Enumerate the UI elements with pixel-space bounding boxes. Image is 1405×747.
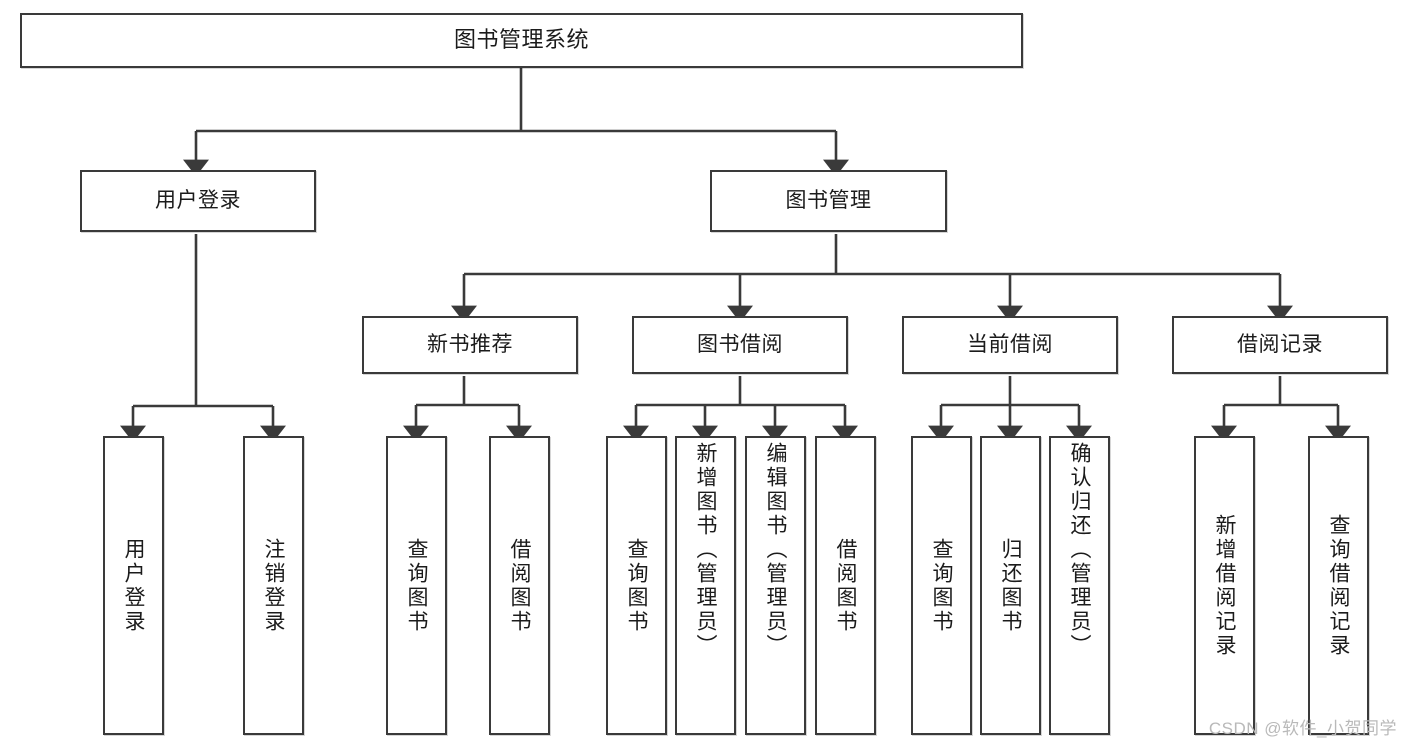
leaf-confirm-return[interactable]: 确认归还（管理员） [1049, 436, 1110, 735]
leaf-user-login-label: 用户登录 [122, 537, 145, 634]
leaf-borrow-book-b-label: 借阅图书 [834, 537, 857, 634]
node-book-borrow[interactable]: 图书借阅 [632, 316, 848, 374]
node-new-book-recommend-label: 新书推荐 [427, 333, 513, 357]
leaf-query-book-a[interactable]: 查询图书 [386, 436, 447, 735]
leaf-logout[interactable]: 注销登录 [243, 436, 304, 735]
leaf-add-record[interactable]: 新增借阅记录 [1194, 436, 1255, 735]
node-root-system-label: 图书管理系统 [453, 27, 589, 53]
leaf-add-book[interactable]: 新增图书（管理员） [675, 436, 736, 735]
node-book-manage-label: 图书管理 [785, 189, 872, 213]
leaf-query-book-c[interactable]: 查询图书 [911, 436, 972, 735]
leaf-logout-label: 注销登录 [262, 537, 285, 634]
leaf-query-book-b[interactable]: 查询图书 [606, 436, 667, 735]
node-user-login[interactable]: 用户登录 [80, 170, 316, 232]
node-borrow-record[interactable]: 借阅记录 [1172, 316, 1388, 374]
leaf-query-record[interactable]: 查询借阅记录 [1308, 436, 1369, 735]
node-current-borrow-label: 当前借阅 [967, 333, 1053, 357]
leaf-edit-book[interactable]: 编辑图书（管理员） [745, 436, 806, 735]
leaf-query-book-a-label: 查询图书 [405, 537, 428, 634]
node-root-system[interactable]: 图书管理系统 [20, 13, 1023, 68]
csdn-watermark: CSDN @软件_小贺同学 [1208, 719, 1397, 738]
leaf-return-book[interactable]: 归还图书 [980, 436, 1041, 735]
leaf-borrow-book-a-label: 借阅图书 [508, 537, 531, 634]
leaf-add-book-label: 新增图书（管理员） [694, 442, 717, 658]
node-user-login-label: 用户登录 [155, 189, 241, 213]
node-new-book-recommend[interactable]: 新书推荐 [362, 316, 578, 374]
leaf-confirm-return-label: 确认归还（管理员） [1068, 442, 1091, 658]
leaf-query-record-label: 查询借阅记录 [1327, 513, 1350, 658]
leaf-borrow-book-a[interactable]: 借阅图书 [489, 436, 550, 735]
leaf-edit-book-label: 编辑图书（管理员） [764, 442, 787, 658]
leaf-user-login[interactable]: 用户登录 [103, 436, 164, 735]
leaf-borrow-book-b[interactable]: 借阅图书 [815, 436, 876, 735]
node-book-manage[interactable]: 图书管理 [710, 170, 947, 232]
leaf-query-book-b-label: 查询图书 [625, 537, 648, 634]
node-book-borrow-label: 图书借阅 [697, 333, 783, 357]
leaf-return-book-label: 归还图书 [999, 537, 1022, 634]
node-borrow-record-label: 借阅记录 [1237, 333, 1323, 357]
leaf-add-record-label: 新增借阅记录 [1213, 513, 1236, 658]
node-current-borrow[interactable]: 当前借阅 [902, 316, 1118, 374]
leaf-query-book-c-label: 查询图书 [930, 537, 953, 634]
